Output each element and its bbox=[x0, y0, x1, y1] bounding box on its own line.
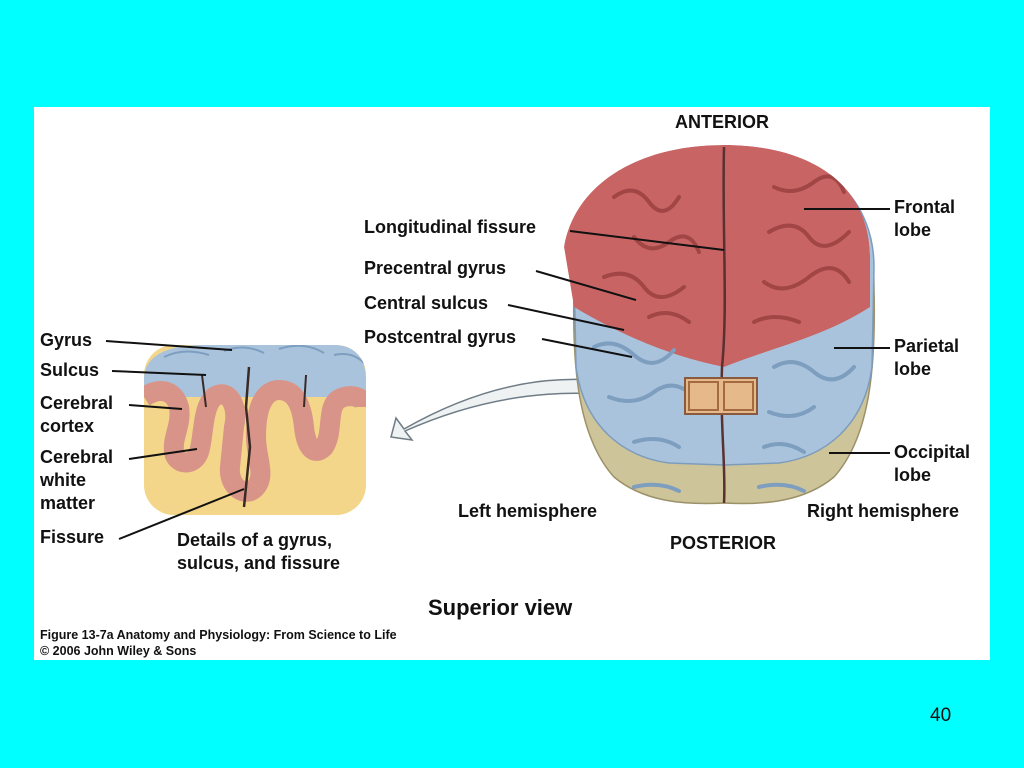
leader-longitudinal-fissure bbox=[569, 230, 725, 251]
cortex-fold-right bbox=[245, 379, 366, 494]
figure-credit: Figure 13-7a Anatomy and Physiology: Fro… bbox=[40, 628, 397, 658]
central-sulcus-label: Central sulcus bbox=[364, 293, 489, 313]
anterior-label: ANTERIOR bbox=[675, 112, 769, 132]
leader-lines bbox=[105, 208, 890, 540]
cerebral-white-matter-label: Cerebral white matter bbox=[40, 447, 114, 513]
frontal-region bbox=[564, 145, 870, 367]
occipital-lobe-label: Occipital lobe bbox=[894, 442, 971, 485]
longitudinal-fissure-line bbox=[720, 146, 726, 504]
detail-caption: Details of a gyrus, sulcus, and fissure bbox=[177, 530, 341, 573]
leader-precentral-gyrus bbox=[535, 270, 637, 301]
precentral-gyrus-label: Precentral gyrus bbox=[364, 258, 507, 278]
frontal-lobe-label: Frontal lobe bbox=[894, 197, 955, 240]
fissure-groove bbox=[242, 366, 252, 508]
longitudinal-fissure-label: Longitudinal fissure bbox=[364, 217, 537, 237]
figure-drawing bbox=[105, 145, 890, 540]
right-hemisphere-label: Right hemisphere bbox=[807, 501, 960, 521]
gyrus-label: Gyrus bbox=[40, 330, 93, 350]
left-hemisphere-label: Left hemisphere bbox=[458, 501, 598, 521]
leader-cerebral-cortex bbox=[128, 404, 183, 410]
parietal-lobe-label: Parietal lobe bbox=[894, 336, 960, 379]
posterior-label: POSTERIOR bbox=[670, 533, 777, 553]
superior-view-title: Superior view bbox=[428, 595, 573, 620]
leader-sulcus bbox=[111, 370, 207, 376]
leader-central-sulcus bbox=[507, 304, 625, 331]
cerebral-cortex-label: Cerebral cortex bbox=[40, 393, 114, 436]
sulcus-label: Sulcus bbox=[40, 360, 100, 380]
figure-panel: ANTERIOR POSTERIOR Longitudinal fissure … bbox=[34, 107, 990, 660]
detail-box bbox=[684, 377, 758, 415]
gyrus-detail-block bbox=[144, 345, 366, 515]
leader-postcentral-gyrus bbox=[541, 338, 633, 358]
postcentral-gyrus-label: Postcentral gyrus bbox=[364, 327, 517, 347]
page-number: 40 bbox=[930, 705, 952, 726]
leader-gyrus bbox=[105, 340, 233, 351]
cortex-fold-left bbox=[144, 381, 264, 502]
leader-fissure bbox=[118, 488, 245, 540]
fissure-label: Fissure bbox=[40, 527, 105, 547]
brain-superior-view bbox=[564, 145, 876, 505]
leader-white-matter bbox=[128, 448, 198, 460]
